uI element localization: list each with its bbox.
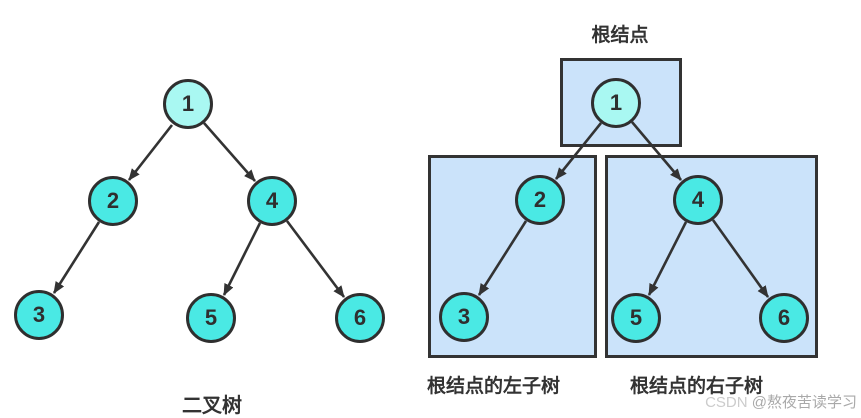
left-edge-2-3 <box>52 221 101 294</box>
left-tree-node-1: 1 <box>163 79 213 129</box>
left-tree-node-6: 6 <box>335 293 385 343</box>
right-subtree-label: 根结点的右子树 <box>630 376 764 397</box>
watermark-prefix: CSDN <box>705 394 752 411</box>
right-tree-node-6: 6 <box>759 293 809 343</box>
left-edge-1-4 <box>203 122 256 182</box>
left-diagram-caption: 二叉树 <box>182 395 242 417</box>
left-tree-node-3: 3 <box>14 290 64 340</box>
right-tree-node-1: 1 <box>591 78 641 128</box>
root-node-label: 根结点 <box>591 25 649 46</box>
left-edge-1-2 <box>127 124 174 181</box>
left-edge-4-6 <box>285 220 346 298</box>
left-subtree-label: 根结点的左子树 <box>427 376 561 397</box>
left-tree-node-4: 4 <box>247 176 297 226</box>
right-tree-node-2: 2 <box>515 175 565 225</box>
right-tree-node-5: 5 <box>611 293 661 343</box>
left-edge-4-5 <box>222 222 262 296</box>
csdn-watermark: CSDN @熬夜苦读学习 <box>705 391 857 412</box>
left-tree-node-5: 5 <box>186 293 236 343</box>
watermark-suffix: @熬夜苦读学习 <box>751 394 857 411</box>
right-tree-node-4: 4 <box>673 175 723 225</box>
right-tree-node-3: 3 <box>439 292 489 342</box>
left-tree-node-2: 2 <box>88 176 138 226</box>
